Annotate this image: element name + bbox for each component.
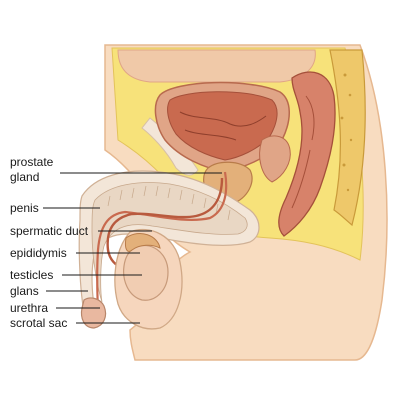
testicle [123, 244, 169, 301]
urethra-channel [96, 171, 228, 319]
label-scrotal-sac: scrotal sac [10, 316, 67, 330]
bladder-folds [179, 111, 267, 141]
epididymis [125, 233, 161, 252]
bone-texture [340, 73, 353, 192]
leader-lines [43, 172, 222, 324]
label-gland: gland [10, 170, 39, 184]
label-epididymis: epididymis [10, 246, 67, 260]
label-penis: penis [10, 201, 39, 215]
rectum [278, 71, 336, 237]
spermatic-duct [106, 177, 224, 272]
label-glans: glans [10, 284, 39, 298]
sacrum-bone [329, 49, 366, 227]
shaft-hatching [107, 185, 231, 221]
label-spermatic-duct: spermatic duct [10, 224, 89, 238]
label-testicles: testicles [10, 268, 53, 282]
rectum-folds [291, 95, 315, 209]
abdominal-tissue [117, 49, 316, 83]
bladder-lining [167, 91, 278, 161]
label-urethra: urethra [10, 301, 48, 315]
label-prostate: prostate [10, 155, 54, 169]
seminal-vesicle [259, 135, 291, 183]
glans [80, 297, 107, 329]
